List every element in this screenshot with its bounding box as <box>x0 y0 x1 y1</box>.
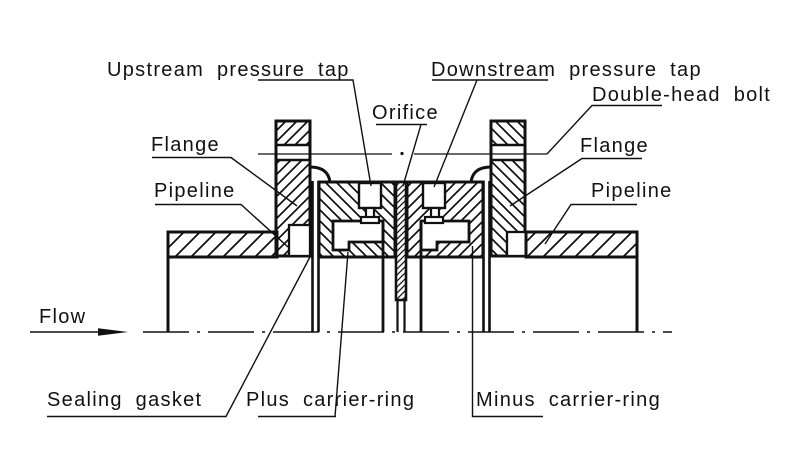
leader-orifice <box>376 123 427 187</box>
label-minus-carrier-ring: Minus carrier-ring <box>476 389 661 411</box>
leader-upstream-tap <box>258 79 372 187</box>
leader-minus-carrier-ring <box>471 246 543 418</box>
flange-right-socket <box>505 230 528 258</box>
label-pipeline-right: Pipeline <box>591 180 673 202</box>
leader-pipeline-left <box>155 203 289 248</box>
bolt-axis-line <box>258 151 547 156</box>
label-orifice: Orifice <box>372 102 439 124</box>
leader-flange-left <box>152 156 298 207</box>
flange-right-fillet <box>469 165 492 183</box>
upstream-pressure-tap-bore <box>357 181 383 225</box>
leader-plus-carrier-ring <box>258 251 349 418</box>
flange-ring-left <box>274 119 332 258</box>
sealing-gasket-right <box>482 181 491 332</box>
label-pipeline-left: Pipeline <box>154 180 236 202</box>
label-flange-left: Flange <box>151 134 220 156</box>
carrier-ring-plus <box>331 219 385 332</box>
flow-arrow <box>30 328 128 336</box>
orifice-plate <box>394 180 408 332</box>
leader-downstream-tap <box>432 79 548 188</box>
flange-left-recess <box>287 223 312 258</box>
downstream-pressure-tap-bore <box>421 181 447 225</box>
label-plus-carrier-ring: Plus carrier-ring <box>246 389 416 411</box>
leader-pipeline-right <box>544 203 637 245</box>
leader-sealing-gasket <box>47 254 312 418</box>
label-flow: Flow <box>39 306 87 328</box>
label-sealing-gasket: Sealing gasket <box>47 389 203 411</box>
flange-left-fillet <box>309 165 332 183</box>
leader-double-head-bolt <box>546 104 662 155</box>
label-double-head-bolt: Double-head bolt <box>592 84 772 106</box>
pipeline-right-section <box>524 230 639 332</box>
sealing-gasket-left <box>311 181 320 332</box>
flow-arrowhead-icon <box>98 328 128 336</box>
pipeline-left-section <box>166 230 279 332</box>
carrier-ring-minus <box>419 219 471 332</box>
label-downstream-pressure-tap: Downstream pressure tap <box>431 59 702 81</box>
label-flange-right: Flange <box>580 135 649 157</box>
leader-flange-right <box>509 157 642 207</box>
label-upstream-pressure-tap: Upstream pressure tap <box>107 59 350 81</box>
flange-ring-right <box>469 119 528 258</box>
leader-lines <box>47 79 662 418</box>
